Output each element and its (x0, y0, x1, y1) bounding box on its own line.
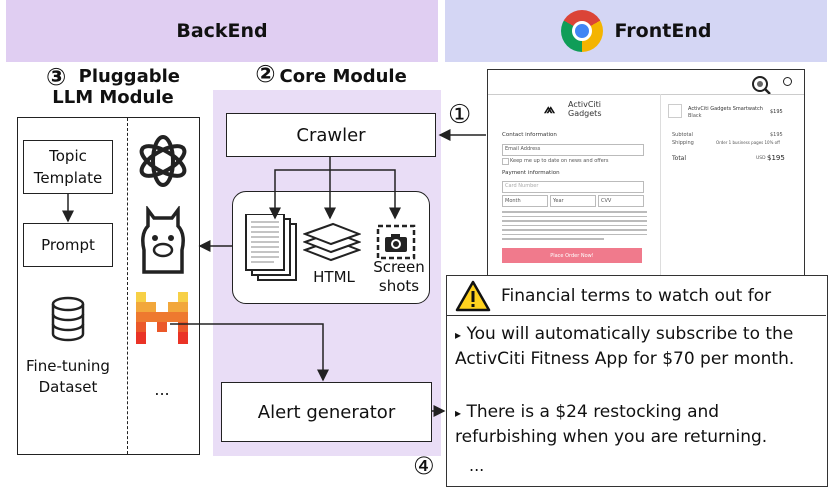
html-stack-icon (303, 222, 361, 262)
subtotal-label: Subtotal (672, 132, 693, 138)
terms-text-lines (502, 211, 647, 243)
marker-4: ④ (413, 452, 435, 480)
mistral-logo-icon (136, 292, 188, 344)
checkout-page-screenshot: ⩕ ActivCiti Gadgets Contact information … (487, 69, 805, 276)
alert-more: ... (469, 456, 485, 475)
crawler-box: Crawler (226, 113, 436, 157)
alert-item-1-text: You will automatically subscribe to the … (455, 324, 795, 369)
alert-title: Financial terms to watch out for (501, 285, 772, 306)
cvv-field[interactable] (598, 195, 644, 207)
product-variant: Black (688, 113, 702, 119)
core-title-text: Core Module (279, 66, 407, 87)
profile-circle-icon (783, 77, 792, 86)
alert-header: Financial terms to watch out for (447, 276, 826, 316)
topic-template-box: Topic Template (23, 140, 113, 194)
alert-item-2-text: There is a $24 restocking and refurbishi… (455, 402, 768, 447)
total-currency: USD (756, 156, 766, 161)
screenshot-camera-icon (376, 224, 416, 260)
marker-1: ① (448, 100, 472, 130)
product-name: ActivCiti Gadgets Smartwatch (688, 106, 763, 112)
card-placeholder: Card Number (505, 183, 539, 189)
magnifier-robot-icon (752, 76, 771, 95)
place-order-button[interactable]: Place Order Now! (502, 248, 642, 263)
marker-2: ② (255, 60, 276, 88)
llama-logo-icon (141, 206, 185, 274)
shipping-label: Shipping (672, 140, 694, 146)
exp-month-field[interactable] (502, 195, 548, 207)
contact-heading: Contact information (502, 132, 557, 138)
newsletter-checkbox[interactable] (502, 158, 509, 165)
warning-icon (455, 280, 491, 311)
cvv-label: CVV (601, 198, 612, 204)
exp-year-field[interactable] (550, 195, 596, 207)
llm-module-title: ③ Pluggable LLM Module (18, 63, 208, 108)
alert-item-1: ▸ You will automatically subscribe to th… (455, 324, 795, 369)
checkout-divider (660, 94, 661, 275)
brand-logo-icon: ⩕ (544, 101, 556, 117)
alert-generator-box: Alert generator (221, 382, 432, 442)
marker-3: ③ (46, 63, 67, 91)
frontend-header: FrontEnd (445, 0, 827, 62)
brand-name: ActivCiti Gadgets (568, 100, 602, 118)
shipping-value: Order 1 business pages 10% off (716, 140, 780, 145)
total-value: $195 (767, 154, 785, 162)
alert-item-2: ▸ There is a $24 restocking and refurbis… (455, 402, 768, 447)
total-label: Total (672, 155, 687, 162)
email-field[interactable] (502, 144, 644, 156)
payment-heading: Payment information (502, 170, 560, 176)
prompt-box: Prompt (23, 223, 113, 267)
product-price: $195 (770, 109, 783, 115)
document-pages-icon (245, 214, 297, 281)
screenshots-label: Screen shots (373, 258, 425, 295)
html-label: HTML (313, 268, 355, 286)
card-number-field[interactable] (502, 181, 644, 193)
subtotal-value: $195 (770, 132, 783, 138)
llm-title-line1: Pluggable (78, 66, 180, 87)
fine-tuning-dataset-label: Fine-tuning Dataset (26, 357, 110, 396)
chrome-logo-icon (560, 10, 603, 52)
backend-title: BackEnd (176, 20, 268, 42)
frontend-title: FrontEnd (614, 20, 712, 42)
browser-divider (488, 94, 804, 95)
more-models: ... (154, 380, 170, 399)
alert-panel: Financial terms to watch out for ▸ You w… (446, 275, 828, 487)
database-icon (51, 296, 85, 342)
backend-header: BackEnd (6, 0, 438, 62)
exp-year-label: Year (553, 198, 564, 204)
product-thumbnail (668, 104, 682, 118)
newsletter-label: Keep me up to date on news and offers (510, 158, 609, 164)
openai-logo-icon (139, 135, 187, 187)
email-placeholder: Email Address (505, 146, 541, 152)
llm-divider (127, 118, 128, 454)
exp-month-label: Month (505, 198, 521, 204)
llm-title-line2: LLM Module (52, 87, 174, 108)
